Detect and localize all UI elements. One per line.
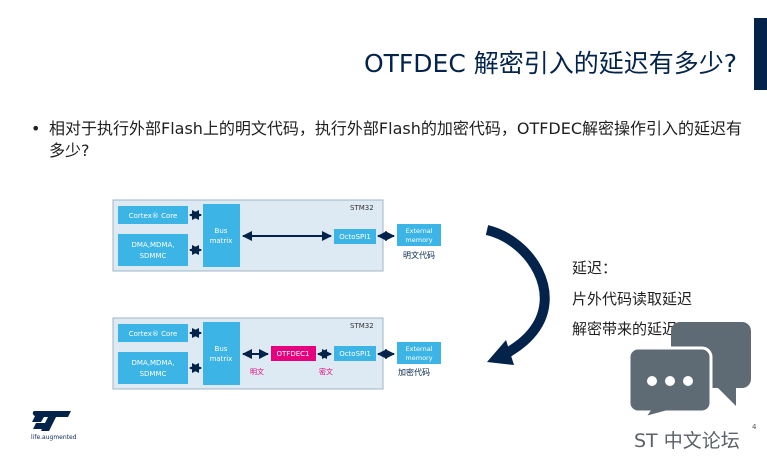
dma-block — [118, 234, 188, 266]
logo-tagline: life.augmented — [31, 434, 77, 441]
delay-heading: 延迟： — [572, 259, 618, 277]
ciphertext-marker: 密文 — [319, 367, 333, 376]
dma-label-line1: DMA,MDMA, — [132, 359, 175, 367]
bus-label-line1: Bus — [215, 345, 228, 353]
delay-line-decrypt: 解密带来的延迟 — [572, 320, 678, 338]
bus-label-line2: matrix — [210, 237, 233, 245]
curved-arrow-icon — [485, 225, 550, 365]
cortex-core-label: Cortex® Core — [129, 330, 178, 338]
bullet-marker: • — [31, 119, 41, 138]
dma-block — [118, 352, 188, 384]
bus-matrix-block — [203, 322, 240, 385]
bus-label-line2: matrix — [210, 355, 233, 363]
otfdec-block — [271, 346, 316, 361]
dma-label-line2: SDMMC — [140, 370, 167, 378]
external-label-line2: memory — [405, 354, 432, 362]
bullet-text: 相对于执行外部Flash上的明文代码，执行外部Flash的加密代码，OTFDEC… — [49, 119, 743, 160]
chip-label: STM32 — [350, 204, 374, 212]
plaintext-marker: 明文 — [250, 367, 264, 376]
octospi-label: OctoSPI1 — [339, 350, 371, 358]
bullet-point: • 相对于执行外部Flash上的明文代码，执行外部Flash的加密代码，OTFD… — [31, 118, 743, 162]
external-label-line1: External — [406, 345, 433, 353]
slide-title: OTFDEC 解密引入的延迟有多少? — [363, 49, 737, 78]
external-memory-block — [397, 342, 441, 364]
forum-watermark: ST 中文论坛 — [634, 430, 740, 452]
diagram-encrypted: STM32 Cortex® Core DMA,MDMA, SDMMC Bus m… — [112, 317, 441, 390]
octospi-block — [334, 346, 376, 361]
delay-line-offchip: 片外代码读取延迟 — [572, 290, 693, 308]
bus-label-line1: Bus — [215, 227, 228, 235]
accent-bar — [754, 18, 767, 90]
plaintext-caption: 明文代码 — [403, 250, 435, 260]
page-number: 4 — [752, 423, 757, 431]
diagram-plaintext: STM32 Cortex® Core DMA,MDMA, SDMMC Bus m… — [112, 199, 441, 272]
cortex-core-block — [118, 324, 188, 342]
encrypted-caption: 加密代码 — [398, 367, 430, 377]
otfdec-label: OTFDEC1 — [277, 350, 310, 358]
cortex-core-block — [118, 206, 188, 224]
octospi-label: OctoSPI1 — [339, 233, 371, 241]
external-memory-block — [397, 224, 441, 246]
chat-bubbles-icon — [627, 322, 751, 418]
chip-label: STM32 — [350, 322, 374, 330]
dma-label-line1: DMA,MDMA, — [132, 241, 175, 249]
dma-label-line2: SDMMC — [140, 252, 167, 260]
st-logo-icon — [32, 411, 71, 431]
octospi-block — [334, 229, 376, 244]
bus-matrix-block — [203, 204, 240, 267]
external-label-line1: External — [406, 227, 433, 235]
cortex-core-label: Cortex® Core — [129, 212, 178, 220]
external-label-line2: memory — [405, 236, 432, 244]
